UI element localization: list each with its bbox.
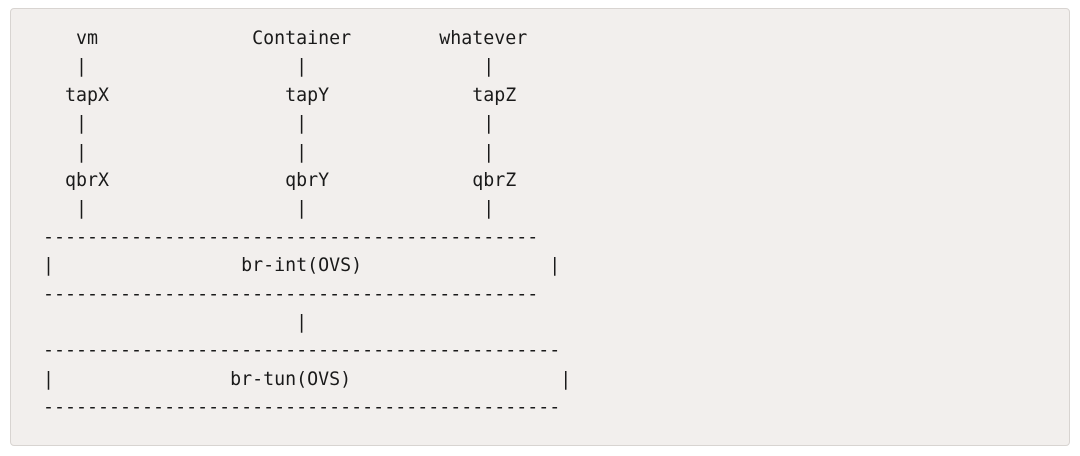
code-line: tapX tapY tapZ	[43, 84, 517, 106]
code-line: ----------------------------------------…	[43, 226, 539, 248]
code-line: | | |	[43, 56, 495, 78]
code-line: | | |	[43, 141, 495, 163]
code-line: | br-tun(OVS) |	[43, 368, 572, 390]
code-line: | | |	[43, 198, 495, 220]
code-line: |	[43, 311, 308, 333]
code-line: | br-int(OVS) |	[43, 255, 561, 277]
code-block: vm Container whatever | | | tapX tapY ta…	[10, 8, 1070, 446]
code-line: vm Container whatever	[43, 28, 528, 49]
code-line: ----------------------------------------…	[43, 397, 561, 419]
code-line: ----------------------------------------…	[43, 340, 561, 362]
code-line: qbrX qbrY qbrZ	[43, 169, 517, 191]
code-line: | | |	[43, 113, 495, 135]
code-line: ----------------------------------------…	[43, 283, 539, 305]
code-text: vm Container whatever | | | tapX tapY ta…	[43, 25, 571, 422]
